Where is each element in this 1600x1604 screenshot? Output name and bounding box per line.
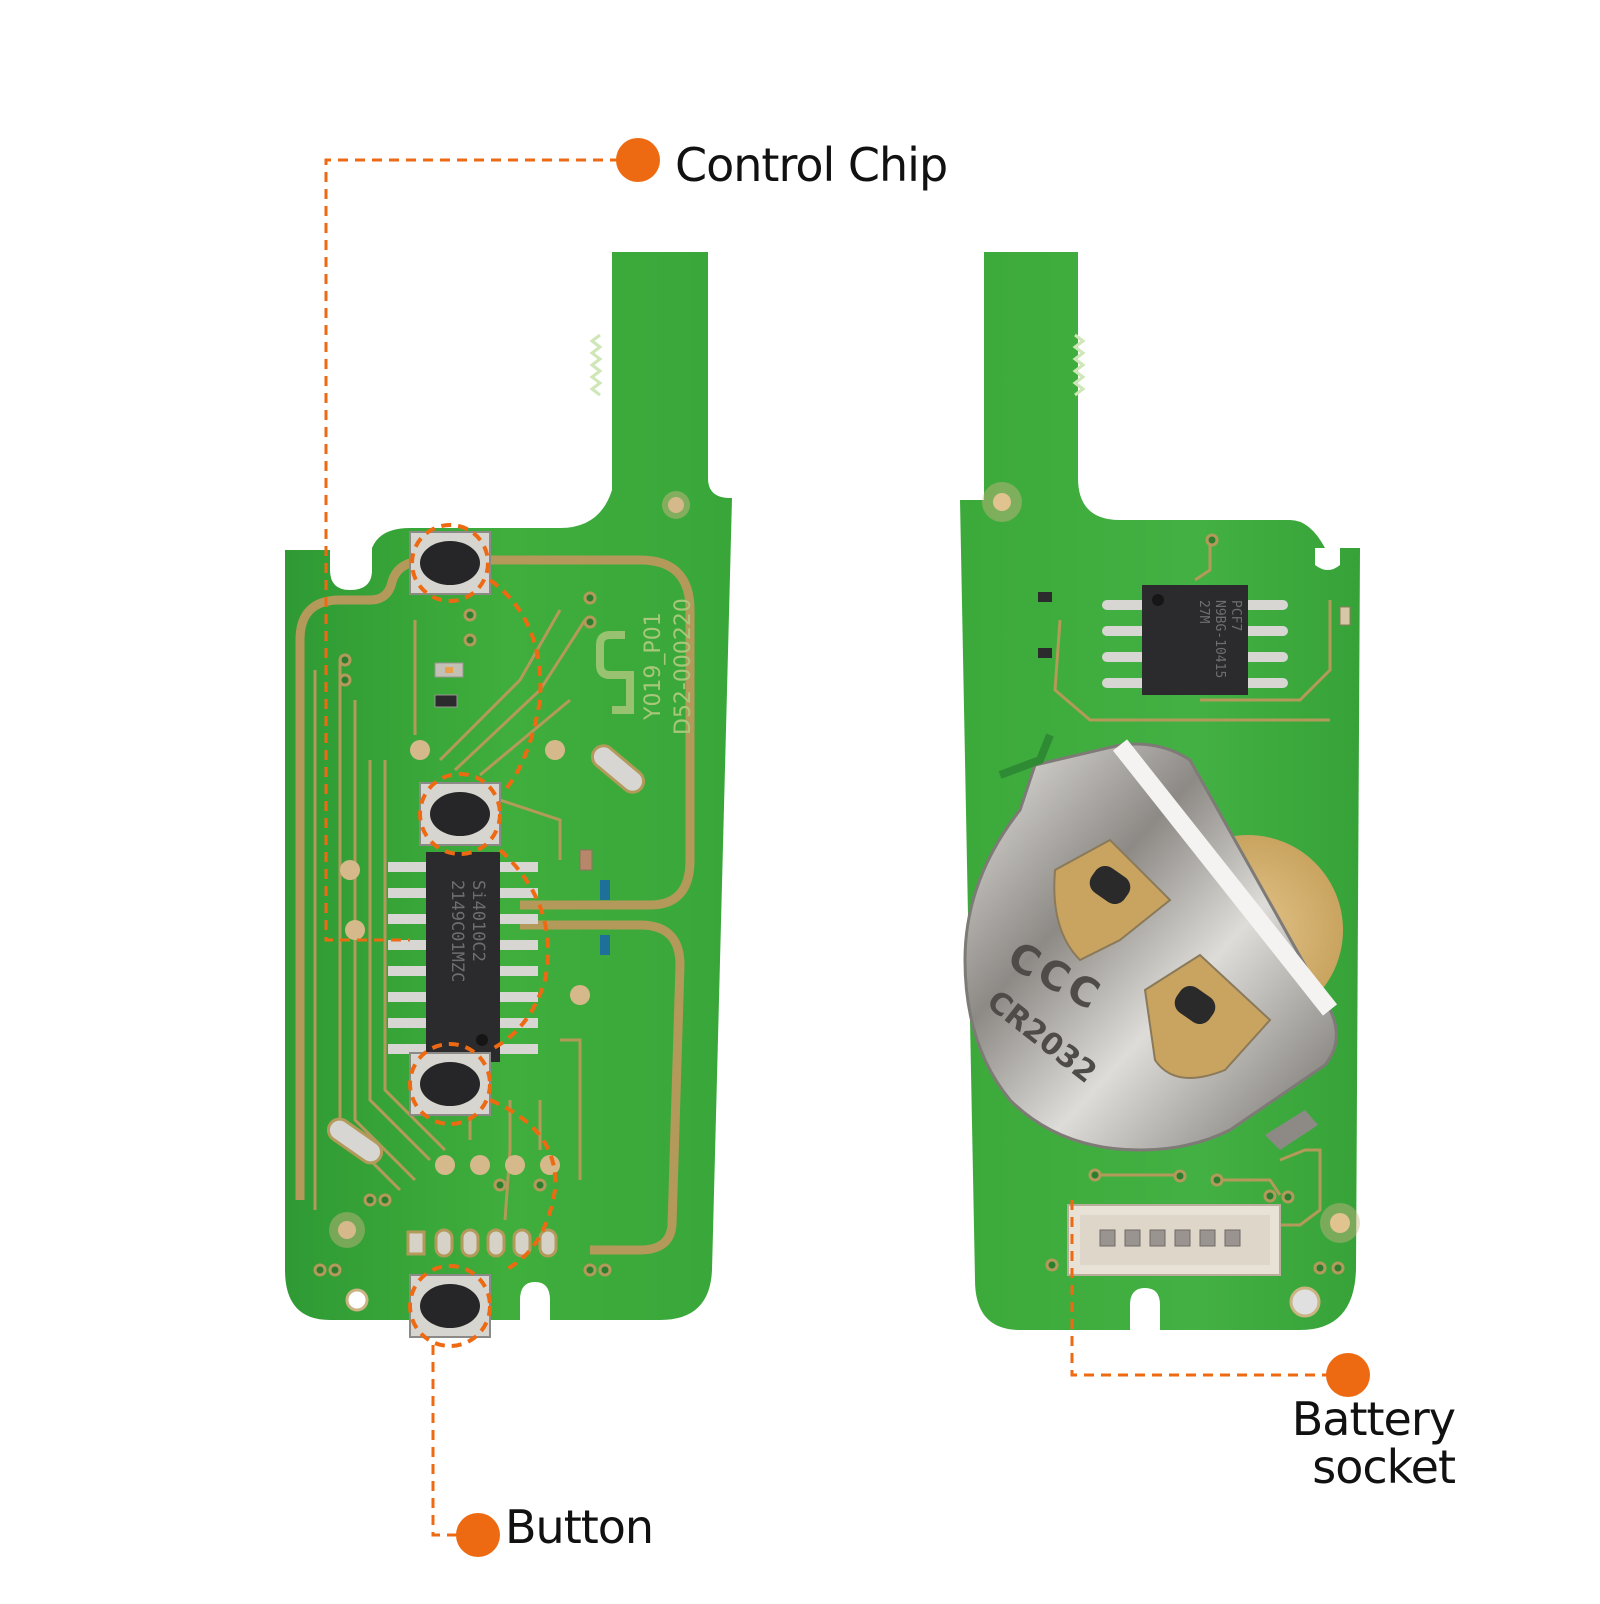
control-chip-label: Control Chip bbox=[675, 138, 948, 192]
silkscreen-model-text: Y019_P01 bbox=[641, 612, 666, 721]
control-chip-callout-line bbox=[324, 158, 620, 942]
battery-socket-label-line2: socket bbox=[1312, 1440, 1456, 1494]
chip-marking-line3: 27M bbox=[1196, 600, 1211, 624]
battery-socket-label: Battery socket bbox=[1285, 1392, 1456, 1494]
battery-holder: CCC CR2032 bbox=[963, 733, 1338, 1152]
silkscreen-logo bbox=[596, 631, 634, 714]
chip-marking-line1: Si4010C2 bbox=[468, 880, 488, 962]
chip-marking-line1: PCF7 bbox=[1228, 600, 1243, 631]
control-chip-callout-dot bbox=[616, 138, 660, 182]
chip-marking-line2: N9BG-10415 bbox=[1212, 600, 1227, 678]
six-pin-connector bbox=[1067, 1204, 1281, 1276]
programming-pads bbox=[406, 1228, 558, 1258]
right-pcb-back: PCF7 N9BG-10415 27M CCC CR2032 bbox=[960, 252, 1360, 1330]
crystal-oscillator bbox=[326, 744, 646, 1165]
tactile-button bbox=[409, 1052, 491, 1116]
tactile-button bbox=[409, 1274, 491, 1338]
battery-socket-label-line1: Battery bbox=[1291, 1392, 1456, 1446]
callout-lines bbox=[324, 158, 1340, 1537]
transponder-chip: PCF7 N9BG-10415 27M bbox=[1038, 585, 1351, 695]
battery-socket-callout-line bbox=[1070, 1200, 1340, 1377]
control-chip: Si4010C2 2149C01MZC bbox=[388, 852, 538, 1062]
silkscreen-part-text: D52-000220 bbox=[671, 598, 696, 735]
button-callout-dot bbox=[456, 1513, 500, 1557]
highlight-outlines bbox=[408, 523, 558, 1348]
chip-marking-line2: 2149C01MZC bbox=[447, 880, 467, 982]
tactile-button bbox=[419, 782, 501, 846]
left-pcb-front: Y019_P01 D52-000220 bbox=[285, 252, 732, 1348]
button-callout-line bbox=[431, 1345, 470, 1537]
battery-socket-callout-dot bbox=[1326, 1353, 1370, 1397]
button-label: Button bbox=[505, 1500, 654, 1554]
tactile-button bbox=[409, 531, 491, 595]
